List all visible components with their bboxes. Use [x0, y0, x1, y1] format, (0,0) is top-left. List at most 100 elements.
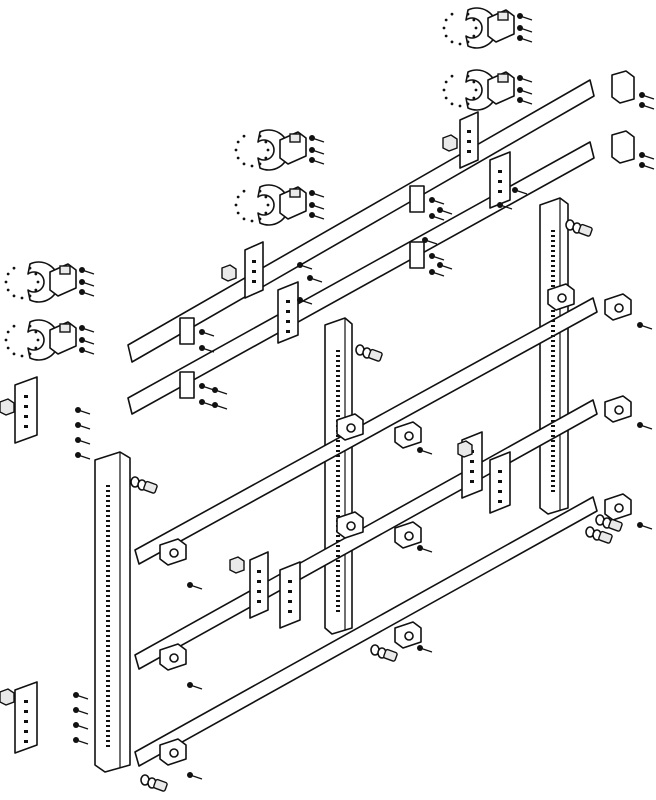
- screw: [212, 402, 228, 410]
- part-shape: [106, 625, 110, 627]
- part-shape: [551, 490, 555, 492]
- screw: [517, 35, 533, 43]
- part-shape: [79, 325, 85, 331]
- part-shape: [336, 590, 340, 592]
- part-shape: [551, 485, 555, 487]
- part-shape: [20, 296, 24, 300]
- part-shape: [106, 730, 110, 732]
- bolt-with-washers: [130, 476, 158, 494]
- bar-clamp: [159, 538, 187, 566]
- screw: [75, 422, 91, 430]
- bar-clamp: [604, 293, 632, 321]
- spacer-block: [229, 556, 245, 574]
- part-shape: [466, 40, 470, 44]
- part-shape: [551, 250, 555, 252]
- part-shape: [551, 270, 555, 272]
- part-shape: [437, 207, 443, 213]
- part-shape: [257, 600, 261, 603]
- screw: [512, 187, 528, 195]
- part-shape: [497, 73, 509, 83]
- part-shape: [517, 75, 523, 81]
- part-shape: [346, 423, 356, 433]
- part-shape: [106, 590, 110, 592]
- vertical-rail-left: [94, 451, 131, 773]
- screw: [417, 645, 433, 653]
- screw: [199, 383, 215, 391]
- wall-bracket: [14, 376, 38, 444]
- part-shape: [467, 150, 471, 153]
- part-shape: [336, 400, 340, 402]
- part-shape: [279, 561, 301, 629]
- part-shape: [24, 395, 28, 398]
- part-shape: [551, 280, 555, 282]
- part-shape: [614, 303, 624, 313]
- part-shape: [551, 325, 555, 327]
- part-shape: [286, 300, 290, 303]
- part-shape: [289, 188, 301, 198]
- part-shape: [517, 25, 523, 31]
- part-shape: [258, 189, 262, 193]
- part-shape: [169, 653, 179, 663]
- part-shape: [250, 219, 254, 223]
- screw: [309, 190, 325, 198]
- part-shape: [73, 722, 79, 728]
- screw: [637, 322, 653, 330]
- part-shape: [578, 223, 593, 237]
- part-shape: [24, 730, 28, 733]
- screw: [429, 269, 445, 277]
- part-shape: [79, 337, 85, 343]
- cross-bar-1: [134, 297, 598, 565]
- part-shape: [336, 495, 340, 497]
- screw: [79, 289, 95, 297]
- part-shape: [437, 262, 443, 268]
- ring-bracket: [487, 71, 515, 105]
- part-shape: [106, 710, 110, 712]
- part-shape: [336, 485, 340, 487]
- part-shape: [336, 405, 340, 407]
- spacer-block: [0, 688, 15, 706]
- part-shape: [106, 650, 110, 652]
- part-shape: [336, 585, 340, 587]
- part-shape: [346, 521, 356, 531]
- part-shape: [336, 435, 340, 437]
- part-shape: [266, 203, 270, 207]
- part-shape: [498, 170, 502, 173]
- part-shape: [498, 490, 502, 493]
- part-shape: [497, 202, 503, 208]
- part-shape: [264, 195, 268, 199]
- part-shape: [6, 330, 10, 334]
- part-shape: [75, 422, 81, 428]
- part-shape: [551, 415, 555, 417]
- part-shape: [336, 580, 340, 582]
- part-shape: [34, 330, 38, 334]
- part-shape: [551, 255, 555, 257]
- part-shape: [169, 548, 179, 558]
- part-shape: [297, 262, 303, 268]
- part-shape: [336, 395, 340, 397]
- part-shape: [598, 530, 613, 544]
- part-shape: [611, 130, 635, 164]
- part-shape: [551, 405, 555, 407]
- part-shape: [258, 162, 262, 166]
- bar-clamp: [159, 738, 187, 766]
- part-shape: [242, 217, 246, 221]
- part-shape: [187, 772, 193, 778]
- spacer-block: [457, 440, 473, 458]
- bar-clamp: [394, 521, 422, 549]
- rail-perforations: [106, 485, 110, 747]
- part-shape: [472, 34, 476, 38]
- part-shape: [551, 245, 555, 247]
- part-shape: [236, 156, 240, 160]
- screw: [497, 202, 513, 210]
- part-shape: [336, 560, 340, 562]
- part-shape: [106, 500, 110, 502]
- part-shape: [106, 605, 110, 607]
- part-shape: [179, 317, 195, 345]
- part-shape: [28, 294, 32, 298]
- part-shape: [106, 530, 110, 532]
- screw: [429, 197, 445, 205]
- part-shape: [557, 293, 567, 303]
- part-shape: [458, 104, 462, 108]
- part-shape: [106, 645, 110, 647]
- part-shape: [79, 289, 85, 295]
